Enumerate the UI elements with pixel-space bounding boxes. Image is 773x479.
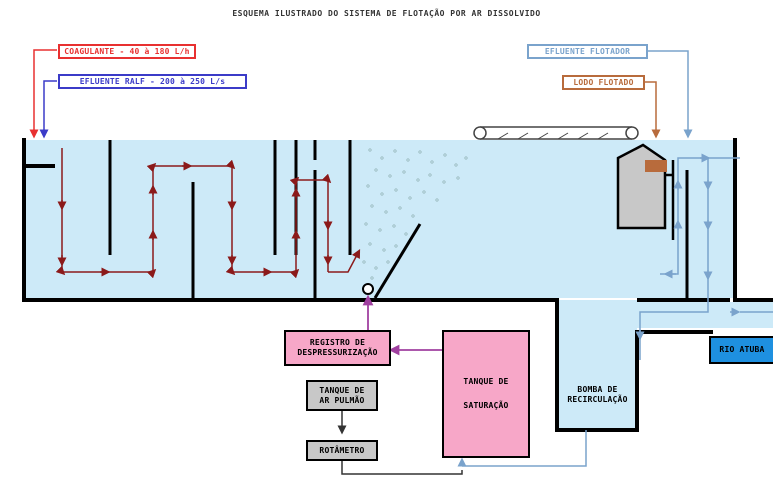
rio-atuba-box: RIO ATUBA: [709, 336, 773, 364]
bomba-line1: BOMBA DE: [577, 385, 618, 394]
tanque-pulmao-line1: TANQUE DE: [319, 385, 365, 395]
scraper-conveyor: [473, 126, 639, 140]
efluente-flotador-line: [648, 50, 693, 139]
registro-despressurizacao-box: REGISTRO DE DESPRESSURIZAÇÃO: [284, 330, 391, 366]
outlet-channel-water: [557, 300, 637, 428]
tanque-saturacao-box: TANQUE DE SATURAÇÃO: [442, 330, 530, 458]
efluente-ralf-line: [39, 80, 57, 139]
sludge-hopper: [616, 143, 667, 230]
bomba-recirculacao-label: BOMBA DE RECIRCULAÇÃO: [560, 382, 635, 408]
lodo-flotado-text: LODO FLOTADO: [573, 77, 634, 87]
diagram-title: ESQUEMA ILUSTRADO DO SISTEMA DE FLOTAÇÃO…: [232, 9, 541, 18]
registro-line2: DESPRESSURIZAÇÃO: [297, 348, 378, 357]
tanque-pulmao-line2: AR PULMÃO: [319, 395, 365, 405]
lodo-flotado-line: [645, 81, 661, 139]
outlet-pipe-water: [637, 302, 773, 328]
diffuser-nozzle: [362, 283, 374, 295]
lodo-flotado-label: LODO FLOTADO: [562, 75, 645, 90]
air-bubbles: [362, 148, 468, 280]
tanque-saturacao-line1: TANQUE DE: [463, 377, 509, 386]
air-supply-lines: [337, 411, 463, 475]
coagulante-label: COAGULANTE - 40 à 180 L/h: [58, 44, 196, 59]
rotametro-box: ROTÂMETRO: [306, 440, 378, 461]
efluente-ralf-text: EFLUENTE RALF - 200 à 250 L/s: [79, 76, 226, 86]
influent-flow-path: [55, 148, 361, 279]
coagulante-text: COAGULANTE - 40 à 180 L/h: [64, 46, 190, 56]
tanque-pulmao-box: TANQUE DE AR PULMÃO: [306, 380, 378, 411]
efluente-ralf-label: EFLUENTE RALF - 200 à 250 L/s: [58, 74, 247, 89]
recirculation-lines: [457, 153, 773, 467]
efluente-flotador-text: EFLUENTE FLOTADOR: [544, 46, 631, 56]
pressurized-flow-lines: [362, 294, 442, 356]
efluente-flotador-label: EFLUENTE FLOTADOR: [527, 44, 648, 59]
bomba-line2: RECIRCULAÇÃO: [567, 395, 628, 404]
rio-atuba-text: RIO ATUBA: [719, 345, 765, 354]
tanque-saturacao-line2: SATURAÇÃO: [463, 401, 509, 410]
registro-line1: REGISTRO DE: [309, 338, 366, 347]
coagulante-line: [29, 49, 57, 139]
rotametro-text: ROTÂMETRO: [319, 445, 365, 455]
sludge-layer: [645, 160, 667, 172]
